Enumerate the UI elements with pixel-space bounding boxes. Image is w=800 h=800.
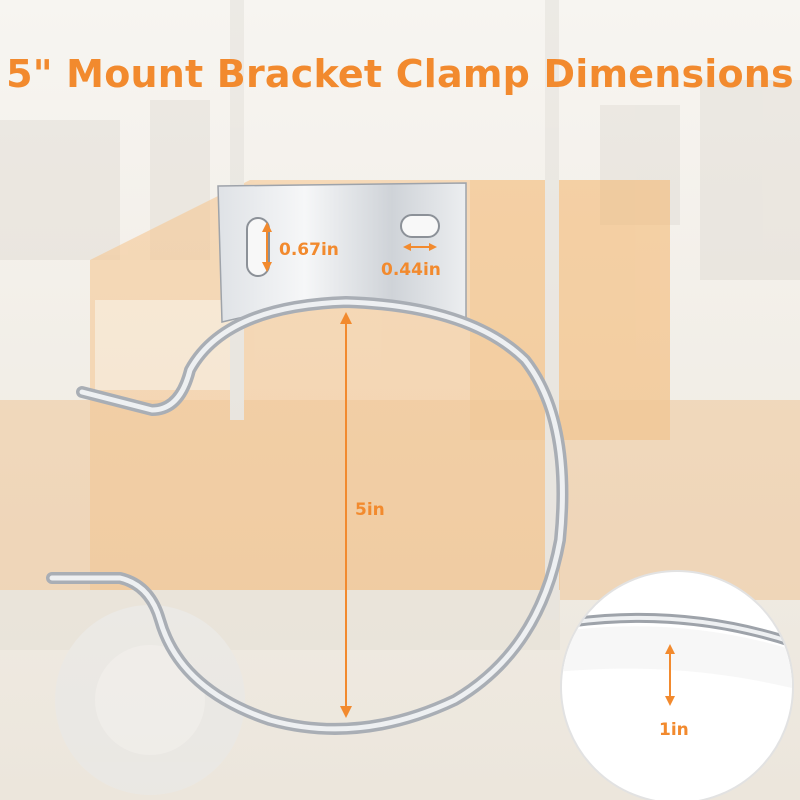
vertical-slot [246, 217, 270, 277]
diameter-label: 5in [355, 500, 385, 520]
slot-width-label: 0.44in [381, 260, 441, 280]
clamp-ring [46, 296, 569, 735]
page-title: 5" Mount Bracket Clamp Dimensions [6, 52, 794, 96]
dimension-arrows [262, 222, 437, 718]
buildings [0, 80, 800, 280]
slot-height-label: 0.67in [279, 240, 339, 260]
horizontal-slot [400, 214, 440, 238]
detail-inset [560, 570, 794, 800]
band-width-label: 1in [659, 720, 689, 740]
